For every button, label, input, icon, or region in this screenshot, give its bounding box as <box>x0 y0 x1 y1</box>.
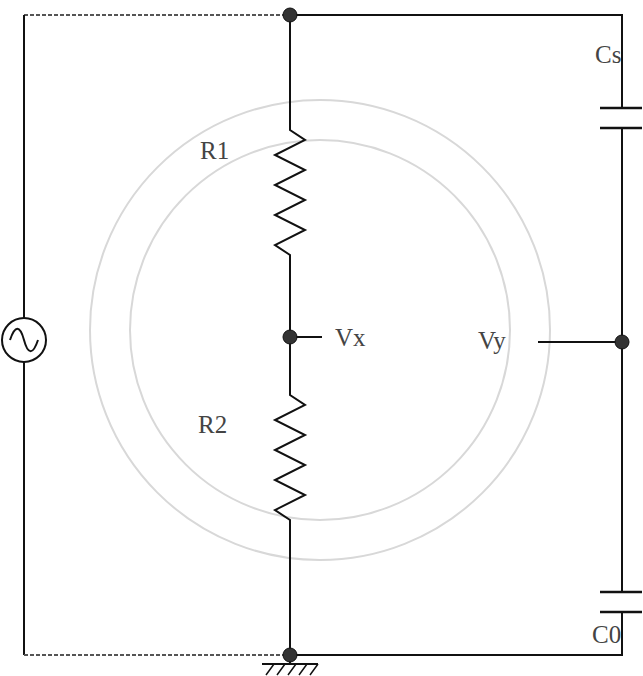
wire <box>290 612 622 655</box>
component-label: R2 <box>198 412 227 437</box>
resistor-symbol <box>275 15 305 337</box>
junction-dot <box>283 330 297 344</box>
wire <box>621 128 623 592</box>
wire <box>290 15 622 108</box>
junction-dot <box>615 335 629 349</box>
component-label: Cs <box>595 42 621 67</box>
component-label: C0 <box>592 622 621 647</box>
capacitor-symbol <box>600 592 642 612</box>
watermark <box>90 100 550 560</box>
node-voltage-label: Vy <box>478 328 506 353</box>
junction-dot <box>283 648 297 662</box>
component-label: R1 <box>200 138 229 163</box>
resistor-symbol <box>275 337 305 655</box>
junction-dot <box>283 8 297 22</box>
node-voltage-label: Vx <box>335 325 366 350</box>
wire <box>538 341 622 343</box>
capacitor-symbol <box>600 108 642 128</box>
ground-hatch <box>266 664 318 675</box>
ac-source <box>2 318 46 362</box>
ac-source-symbol <box>10 329 38 352</box>
